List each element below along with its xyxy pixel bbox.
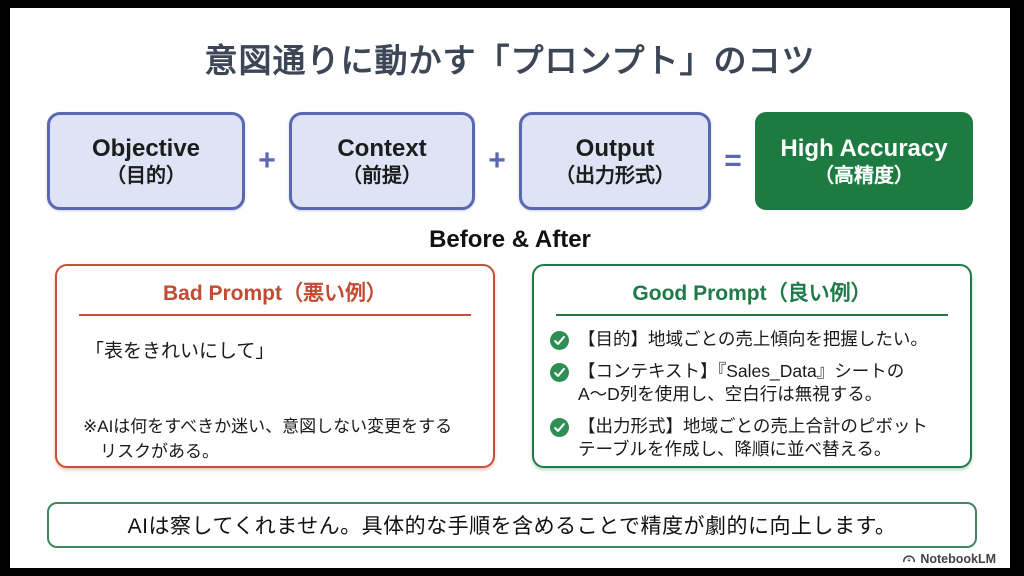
objective-label-ja: （目的） — [106, 164, 186, 187]
bad-card-divider — [79, 314, 471, 316]
formula-box-output: Output （出力形式） — [519, 112, 711, 210]
list-item-text: 【目的】地域ごとの売上傾向を把握したい。 — [578, 329, 928, 349]
slide: 意図通りに動かす「プロンプト」のコツ Objective （目的） + Cont… — [10, 8, 1010, 568]
bad-note-line1: ※AIは何をすべきか迷い、意図しない変更をする — [83, 417, 453, 436]
page-title: 意図通りに動かす「プロンプト」のコツ — [204, 42, 816, 79]
output-label-en: Output — [575, 134, 655, 162]
notebooklm-watermark: NotebookLM — [902, 552, 996, 566]
formula-box-objective: Objective （目的） — [47, 112, 245, 210]
section-heading: Before & After — [429, 226, 591, 253]
objective-label-en: Objective — [91, 134, 201, 162]
context-label-en: Context — [337, 134, 427, 162]
bad-note-line2: リスクがある。 — [100, 441, 219, 461]
high-accuracy-label-en: High Accuracy — [780, 134, 948, 162]
good-card-divider — [556, 314, 948, 316]
comparison-cards: Bad Prompt（悪い例） 「表をきれいにして」 ※AIは何をすべきか迷い、… — [55, 264, 972, 474]
good-prompt-title: Good Prompt（良い例） — [632, 282, 872, 305]
context-label-ja: （前提） — [342, 164, 422, 187]
output-label-ja: （出力形式） — [555, 164, 675, 187]
bad-prompt-note: ※AIは何をすべきか迷い、意図しない変更をする リスクがある。 — [83, 415, 479, 464]
good-prompt-list: 【目的】地域ごとの売上傾向を把握したい。 【コンテキスト】『Sales_Data… — [550, 328, 956, 461]
bad-prompt-title: Bad Prompt（悪い例） — [162, 282, 387, 305]
formula-box-context: Context （前提） — [289, 112, 475, 210]
list-item-objective: 【目的】地域ごとの売上傾向を把握したい。 — [550, 328, 956, 351]
plus-operator-1: + — [258, 144, 276, 177]
list-item-text: 【出力形式】地域ごとの売上合計のピボット テーブルを作成し、降順に並べ替える。 — [578, 416, 928, 460]
formula-box-high-accuracy: High Accuracy （高精度） — [755, 112, 973, 210]
watermark-label: NotebookLM — [920, 552, 996, 566]
plus-operator-2: + — [488, 144, 506, 177]
check-circle-icon — [550, 418, 569, 438]
list-item-output: 【出力形式】地域ごとの売上合計のピボット テーブルを作成し、降順に並べ替える。 — [550, 415, 956, 461]
notebooklm-icon — [903, 555, 916, 563]
check-circle-icon — [550, 331, 569, 350]
equals-operator: = — [724, 144, 742, 177]
formula-row: Objective （目的） + Context （前提） + Output （… — [10, 112, 1010, 210]
footer-banner: AIは察してくれません。具体的な手順を含めることで精度が劇的に向上します。 — [47, 502, 977, 548]
high-accuracy-label-ja: （高精度） — [814, 164, 914, 187]
bad-prompt-quote: 「表をきれいにして」 — [85, 341, 275, 362]
bad-prompt-card: Bad Prompt（悪い例） 「表をきれいにして」 ※AIは何をすべきか迷い、… — [55, 264, 495, 468]
list-item-text: 【コンテキスト】『Sales_Data』シートの A〜D列を使用し、空白行は無視… — [578, 361, 905, 405]
check-circle-icon — [550, 363, 569, 383]
list-item-context: 【コンテキスト】『Sales_Data』シートの A〜D列を使用し、空白行は無視… — [550, 360, 956, 406]
good-prompt-card: Good Prompt（良い例） 【目的】地域ごとの売上傾向を把握したい。 — [532, 264, 972, 468]
